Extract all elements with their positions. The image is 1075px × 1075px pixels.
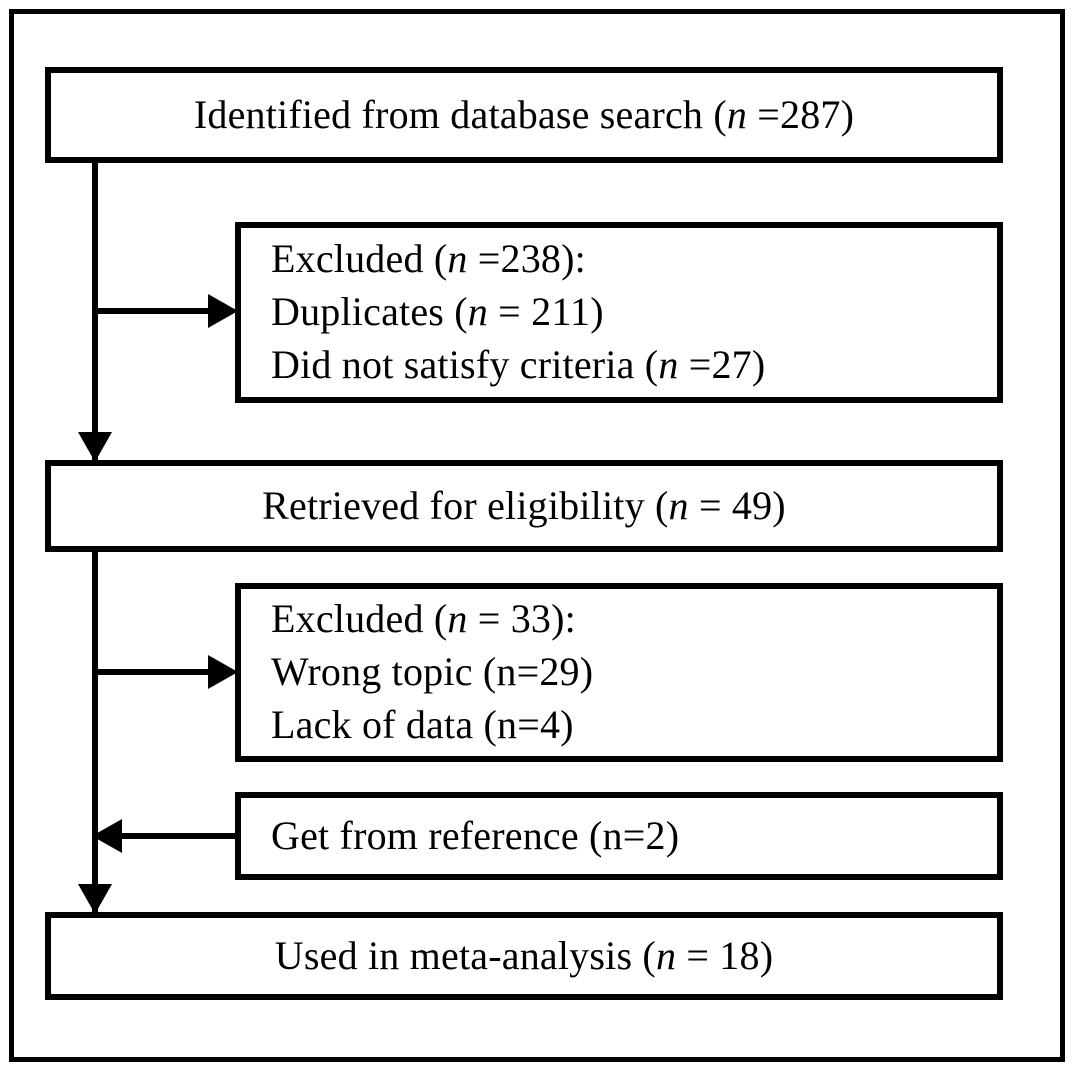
arrowhead-left-icon: [92, 819, 122, 853]
box-text-line: Used in meta-analysis (n = 18): [274, 932, 774, 978]
sample-size-symbol: n: [658, 341, 679, 387]
box-text-line: Excluded (n = 33):: [271, 596, 576, 642]
connector-identified-to-excluded-1: [92, 308, 212, 314]
sample-size-symbol: n: [467, 289, 488, 335]
connector-retrieved-to-excluded-2: [92, 669, 212, 675]
box-text-line: Lack of data (n=4): [271, 701, 574, 747]
box-identified-from-database-search: Identified from database search (n =287): [45, 67, 1003, 163]
box-text-line: Duplicates (n = 211): [271, 289, 604, 335]
box-excluded-after-database-search: Excluded (n =238): Duplicates (n = 211) Di…: [235, 222, 1003, 403]
box-text-line: Get from reference (n=2): [271, 812, 680, 858]
sample-size-symbol: n: [655, 932, 677, 978]
arrowhead-down-icon: [78, 884, 112, 914]
box-text-line: Retrieved for eligibility (n = 49): [262, 482, 786, 528]
box-text-line: Did not satisfy criteria (n =27): [271, 341, 766, 387]
sample-size-symbol: n: [668, 482, 689, 528]
box-text-line: Wrong topic (n=29): [271, 649, 594, 695]
sample-size-symbol: n: [726, 91, 748, 137]
box-excluded-after-eligibility: Excluded (n = 33): Wrong topic (n=29) Lack…: [235, 583, 1003, 762]
arrowhead-right-icon: [208, 655, 238, 689]
sample-size-symbol: n: [447, 236, 468, 282]
arrowhead-right-icon: [208, 294, 238, 328]
arrowhead-down-icon: [78, 432, 112, 462]
connector-reference-to-spine: [122, 833, 238, 839]
box-text-line: Identified from database search (n =287): [193, 91, 855, 137]
box-text-line: Excluded (n =238):: [271, 236, 586, 282]
sample-size-symbol: n: [447, 596, 468, 642]
connector-retrieved-to-used: [92, 552, 98, 915]
box-retrieved-for-eligibility: Retrieved for eligibility (n = 49): [45, 460, 1003, 552]
box-get-from-reference: Get from reference (n=2): [235, 792, 1003, 880]
box-used-in-meta-analysis: Used in meta-analysis (n = 18): [45, 912, 1003, 1000]
